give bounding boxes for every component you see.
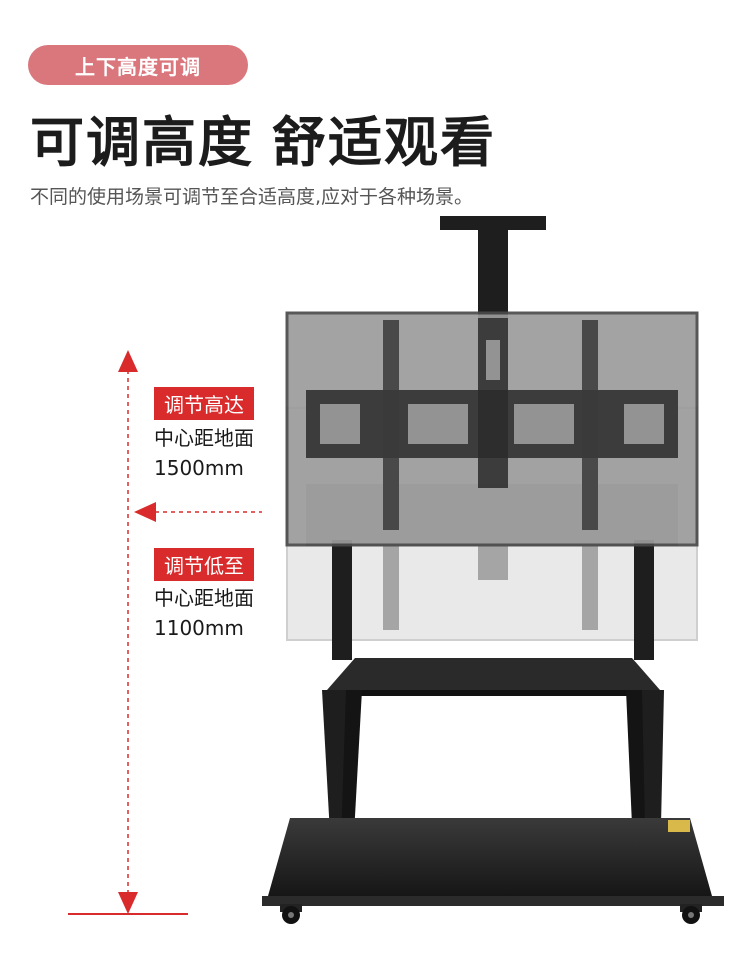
subtitle: 不同的使用场景可调节至合适高度,应对于各种场景。 [30, 186, 474, 208]
arrow-left-icon [134, 502, 156, 522]
wheel-left [280, 904, 302, 924]
headline-part1: 可调高度 [30, 111, 254, 174]
arrow-down-icon [118, 892, 138, 914]
warning-sticker [668, 820, 690, 832]
column-left [332, 540, 352, 660]
max-height-line1: 中心距地面 [154, 426, 254, 450]
max-height-tag: 调节高达 [154, 387, 254, 420]
column-right [634, 540, 654, 660]
headline-part2: 舒适观看 [272, 111, 496, 174]
min-height-line1: 中心距地面 [154, 586, 254, 610]
min-height-desc: 中心距地面 1100mm [154, 583, 254, 643]
camera-tray [440, 216, 546, 230]
base-plate [268, 818, 712, 896]
max-height-line2: 1500mm [154, 456, 244, 480]
headline: 可调高度舒适观看 [30, 98, 496, 177]
top-column [478, 228, 508, 318]
min-height-tag: 调节低至 [154, 548, 254, 581]
feature-badge: 上下高度可调 [28, 45, 248, 85]
max-height-desc: 中心距地面 1500mm [154, 423, 254, 483]
arrow-up-icon [118, 350, 138, 372]
shelf [327, 658, 660, 690]
min-height-line2: 1100mm [154, 616, 244, 640]
wheel-right [680, 904, 702, 924]
